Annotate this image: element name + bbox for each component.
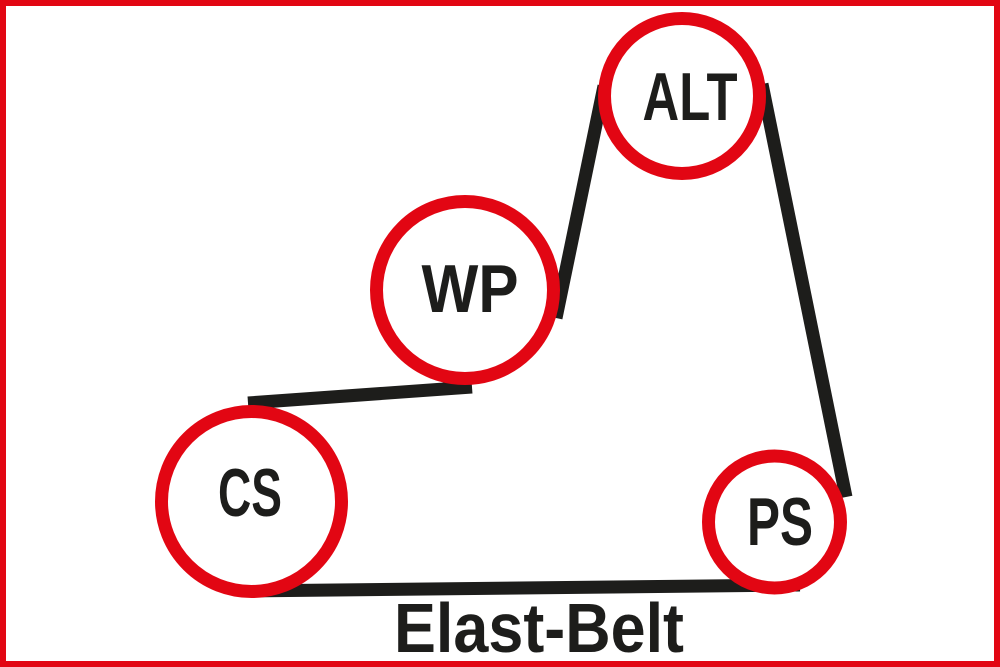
pulley-cs-circle — [155, 405, 348, 598]
pulley-alt: ALT — [598, 12, 766, 180]
pulley-ps-label: PS — [747, 484, 813, 560]
pulley-wp: WP — [370, 195, 560, 385]
belt-segment-cs-wp — [247, 380, 473, 410]
belt-segment-ps-cs — [245, 578, 801, 598]
pulley-alt-circle — [598, 12, 766, 180]
belt-caption: Elast-Belt — [394, 589, 684, 667]
pulley-alt-label: ALT — [643, 59, 738, 135]
pulleys: ALT WP CS PS — [155, 12, 847, 598]
belt — [245, 82, 853, 598]
pulley-wp-circle — [370, 195, 560, 385]
pulley-ps: PS — [702, 449, 847, 595]
pulley-wp-label: WP — [422, 251, 519, 327]
pulley-cs-label: CS — [218, 455, 282, 531]
belt-segment-alt-ps — [755, 82, 853, 499]
belt-segment-wp-alt — [549, 84, 611, 320]
pulley-cs: CS — [155, 405, 348, 598]
pulley-ps-circle — [702, 449, 847, 595]
